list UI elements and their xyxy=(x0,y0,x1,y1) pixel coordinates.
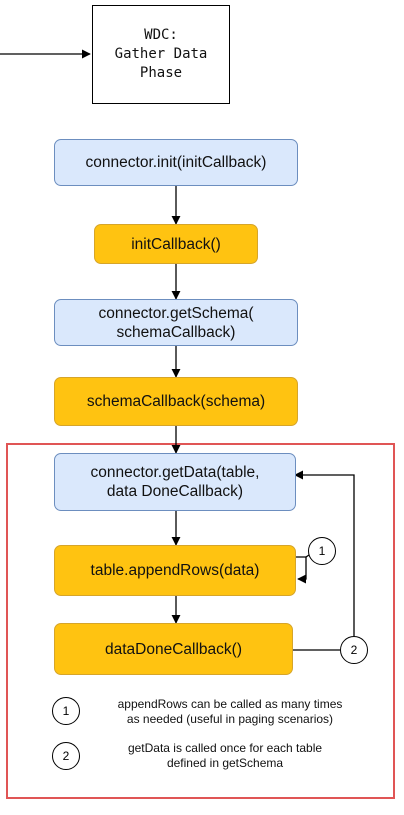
badge-1: 1 xyxy=(308,537,336,565)
legend-text-1: appendRows can be called as many times a… xyxy=(117,697,343,726)
legend-text-2: getData is called once for each table de… xyxy=(127,741,323,770)
title-box: WDC: Gather Data Phase xyxy=(92,5,230,104)
badge-2: 2 xyxy=(340,636,368,664)
get-data-node: connector.getData(table, data DoneCallba… xyxy=(54,453,296,511)
edge-appendrows-loop xyxy=(296,556,307,584)
edge-badge-2-to-getdata xyxy=(294,470,355,636)
init-callback-node: initCallback() xyxy=(94,224,258,264)
data-done-callback-node: dataDoneCallback() xyxy=(54,623,293,675)
legend-badge-1: 1 xyxy=(52,697,80,725)
legend-badge-2: 2 xyxy=(52,742,80,770)
schema-callback-node: schemaCallback(schema) xyxy=(54,377,298,426)
highlight-frame xyxy=(6,443,395,799)
get-schema-node: connector.getSchema( schemaCallback) xyxy=(54,299,298,346)
init-node: connector.init(initCallback) xyxy=(54,139,298,186)
append-rows-node: table.appendRows(data) xyxy=(54,545,296,596)
